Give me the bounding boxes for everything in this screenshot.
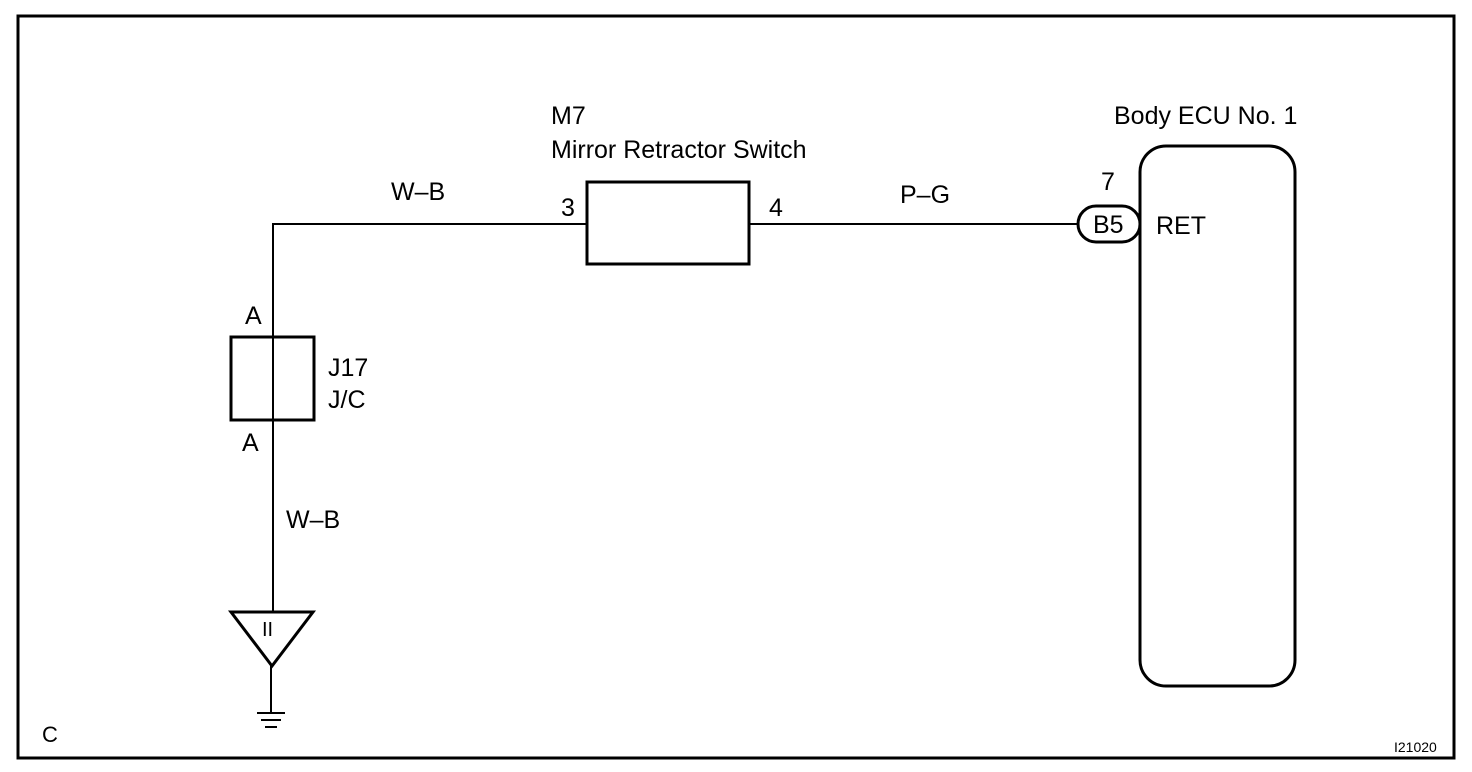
- wire-label-top-left: W–B: [391, 178, 445, 206]
- junction-code-label: J17: [328, 354, 368, 382]
- diagram-frame: [16, 14, 1456, 760]
- ground-point-triangle: [227, 610, 317, 669]
- ground-point-label: II: [262, 619, 273, 641]
- ecu-terminal-label: RET: [1156, 212, 1206, 240]
- ground-icon: [257, 712, 285, 728]
- switch-code-label: M7: [551, 102, 586, 130]
- wire-w-b-upper: [272, 223, 587, 337]
- wire-label-top-right: P–G: [900, 181, 950, 209]
- mirror-retractor-switch-box: [585, 180, 751, 266]
- junction-type-label: J/C: [328, 386, 366, 414]
- switch-pin-right: 4: [769, 194, 783, 222]
- connector-b5-oval: [1076, 204, 1142, 244]
- ecu-pin-label: 7: [1101, 168, 1115, 196]
- wire-label-bottom: W–B: [286, 506, 340, 534]
- figure-id-label: I21020: [1394, 739, 1437, 755]
- ecu-name-label: Body ECU No. 1: [1114, 102, 1297, 130]
- junction-connector-box: [229, 335, 316, 422]
- switch-pin-left: 3: [561, 194, 575, 222]
- junction-pin-top: A: [245, 302, 262, 330]
- junction-pin-bottom: A: [242, 429, 259, 457]
- body-ecu-box: [1138, 144, 1297, 688]
- ecu-connector-label: B5: [1093, 211, 1124, 239]
- corner-label: C: [42, 722, 58, 747]
- switch-name-label: Mirror Retractor Switch: [551, 136, 807, 164]
